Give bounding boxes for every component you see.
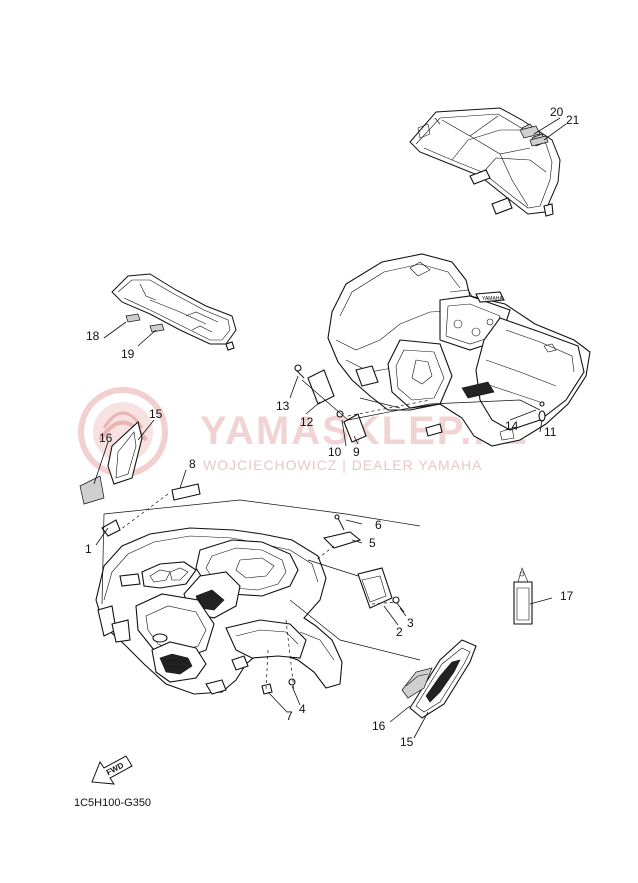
callout-8: 8 [189,457,196,471]
callout-18: 18 [86,329,100,343]
plate-2 [357,567,393,609]
plate-12 [307,369,335,405]
decal-8 [171,483,201,501]
svg-text:YAMAHA: YAMAHA [482,296,503,302]
screw-6 [337,517,345,531]
callout-4: 4 [299,702,306,716]
plate-5 [322,531,362,549]
callout-21: 21 [566,113,580,127]
tag-17 [513,567,533,625]
rear-carrier-rack [409,107,561,217]
bolt-10 [336,410,344,418]
nut-14 [539,401,545,407]
callout-19: 19 [121,347,135,361]
callout-16-lower: 16 [372,719,386,733]
diagram-reference-code: 1C5H100-G350 [74,797,151,809]
decal-20 [519,125,541,139]
callouts: 1 2 3 4 5 6 7 8 9 10 11 12 13 14 15 16 1… [85,105,580,749]
clip-7 [261,683,273,695]
front-fender [95,527,343,695]
callout-11: 11 [544,425,557,439]
callout-2: 2 [396,625,403,639]
callout-3: 3 [407,616,414,630]
callout-5: 5 [369,536,376,550]
decal-21 [529,135,549,147]
callout-15-upper: 15 [149,407,163,421]
cap-11 [538,410,546,422]
rear-fender: YAMAHA [327,253,591,447]
callout-12: 12 [300,415,314,429]
callout-1: 1 [85,542,92,556]
watermark-subtitle: WOJCIECHOWICZ | DEALER YAMAHA [203,457,482,473]
bolt-4 [288,678,296,686]
callout-7: 7 [286,709,293,723]
callout-20: 20 [550,105,564,119]
fwd-arrow-icon: FWD [91,755,133,785]
callout-9: 9 [353,445,360,459]
decal-16-upper [79,475,105,505]
callout-6: 6 [375,518,382,532]
callout-lines [93,117,567,739]
front-carrier-rack [111,273,237,351]
plate-9 [343,413,367,443]
leader-lines [101,379,541,691]
callout-15-lower: 15 [400,735,414,749]
bolt-3 [395,601,405,613]
callout-16-upper: 16 [99,431,113,445]
grizzly-decal-16 [401,667,433,699]
callout-10: 10 [328,445,342,459]
callout-13: 13 [276,399,290,413]
callout-14: 14 [505,419,519,433]
callout-17: 17 [560,589,574,603]
emblem-1 [101,519,121,537]
